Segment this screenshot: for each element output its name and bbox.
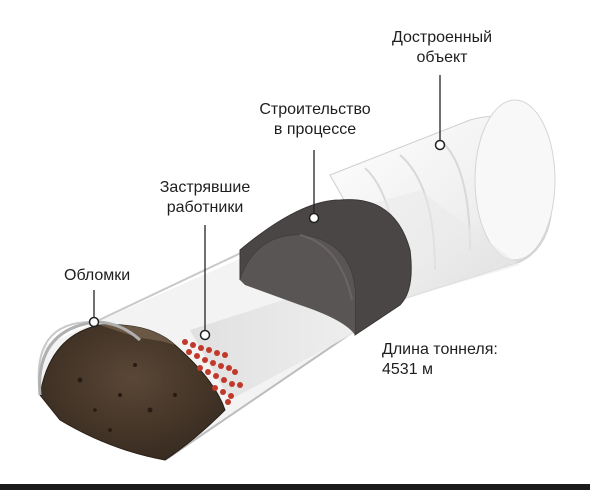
tunnel-length-caption: Длина тоннеля: xyxy=(382,341,498,358)
leader-markers xyxy=(88,139,446,341)
completed-label-line1: Достроенный xyxy=(391,29,493,46)
completed-label-line2: объект xyxy=(416,49,468,66)
workers-marker xyxy=(199,329,211,341)
debris-pile xyxy=(39,324,226,461)
construction-label-line1: Строительство xyxy=(259,101,371,118)
construction-marker xyxy=(308,212,320,224)
completed-label: Достроенный объект xyxy=(362,28,522,68)
completed-marker xyxy=(434,139,446,151)
workers-label: Застрявшие работники xyxy=(135,178,275,218)
tunnel-length-label: Длина тоннеля: 4531 м xyxy=(382,340,498,380)
workers-label-line1: Застрявшие xyxy=(159,179,251,196)
bottom-border xyxy=(0,484,590,490)
workers-label-line2: работники xyxy=(166,199,244,216)
tunnel-length-value: 4531 м xyxy=(382,361,434,378)
debris-marker xyxy=(88,316,100,328)
leader-lines xyxy=(93,75,441,335)
workers-cluster xyxy=(182,339,243,405)
construction-label: Строительство в процессе xyxy=(240,100,390,140)
construction-label-line2: в процессе xyxy=(273,121,357,138)
debris-label: Обломки xyxy=(64,267,131,284)
construction-section xyxy=(239,199,412,336)
